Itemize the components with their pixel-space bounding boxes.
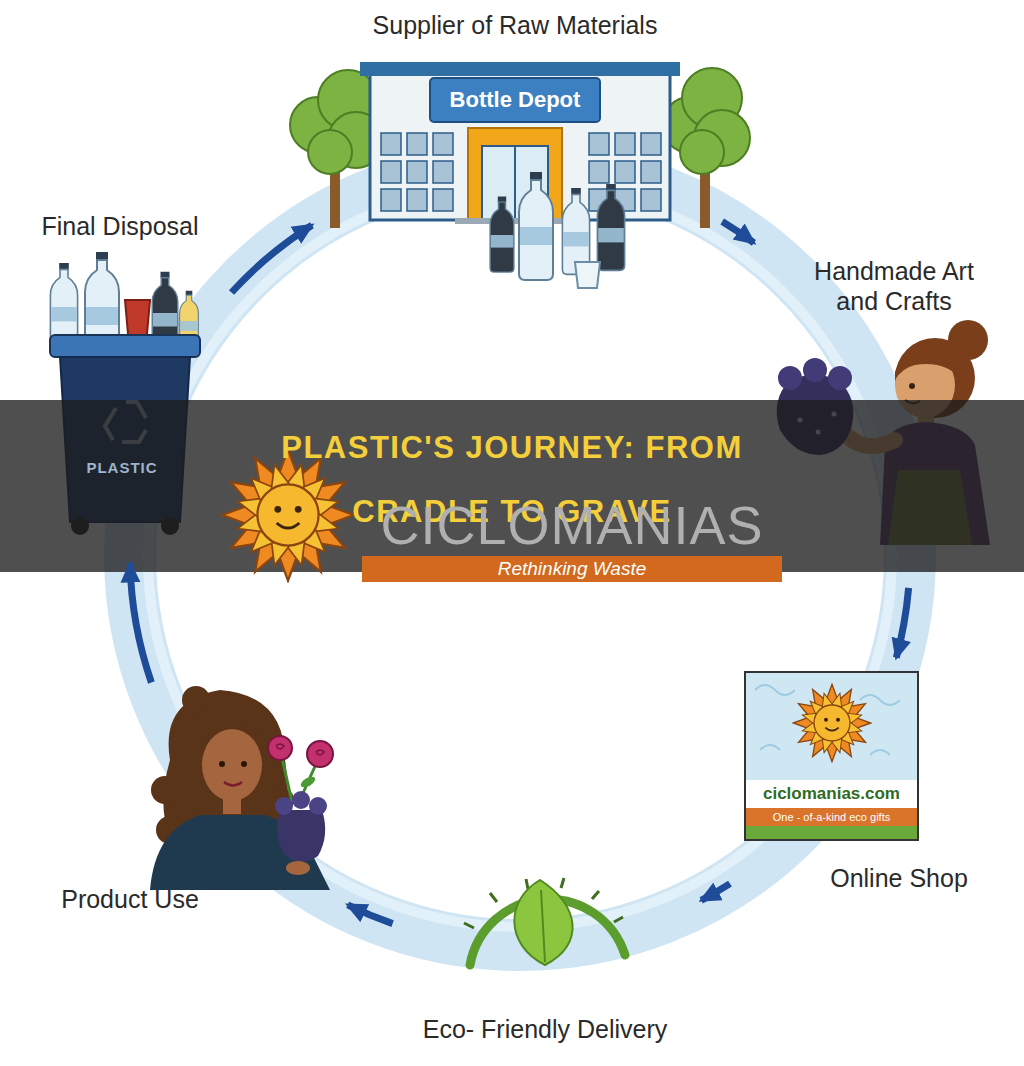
- cycle-arrow: [130, 564, 151, 683]
- online-shop-picture: [745, 672, 918, 840]
- stage-node: Product Use: [30, 690, 340, 920]
- brand-tagline: Rethinking Waste: [362, 557, 782, 581]
- stage-label: Eco- Friendly Delivery: [400, 1014, 690, 1044]
- brand-name: CICLOMANIAS: [362, 494, 782, 556]
- stage-node: Eco- Friendly Delivery: [400, 860, 694, 1052]
- stage-node: Final Disposal: [20, 205, 224, 555]
- cycle-arrow: [896, 588, 908, 658]
- sign-text: Bottle Depot: [430, 84, 600, 116]
- cycle-arrow: [348, 905, 393, 924]
- stage-node: Supplier of Raw Materials: [320, 6, 714, 230]
- stage-label: Product Use: [30, 884, 230, 914]
- brand-logo: [222, 449, 782, 582]
- stage-label: Handmade Art and Crafts: [804, 256, 984, 316]
- title-banner: [0, 400, 1024, 572]
- cycle-arrow: [722, 222, 754, 243]
- shop-tagline: One - of-a-kind eco gifts: [748, 809, 915, 825]
- stage-label: Final Disposal: [20, 211, 220, 241]
- stage-node: Handmade Art and Crafts: [760, 250, 1016, 580]
- cycle-arrow: [701, 884, 730, 901]
- eco-delivery-icon: [464, 878, 625, 965]
- product-use-woman: [150, 686, 333, 890]
- cycle-arrow: [232, 225, 312, 292]
- stage-label: Online Shop: [814, 863, 984, 893]
- bottle-depot-building: [290, 62, 750, 288]
- stage-label: Supplier of Raw Materials: [320, 10, 710, 40]
- shop-url: ciclomanias.com: [748, 782, 915, 806]
- bin-text: PLASTIC: [62, 458, 182, 478]
